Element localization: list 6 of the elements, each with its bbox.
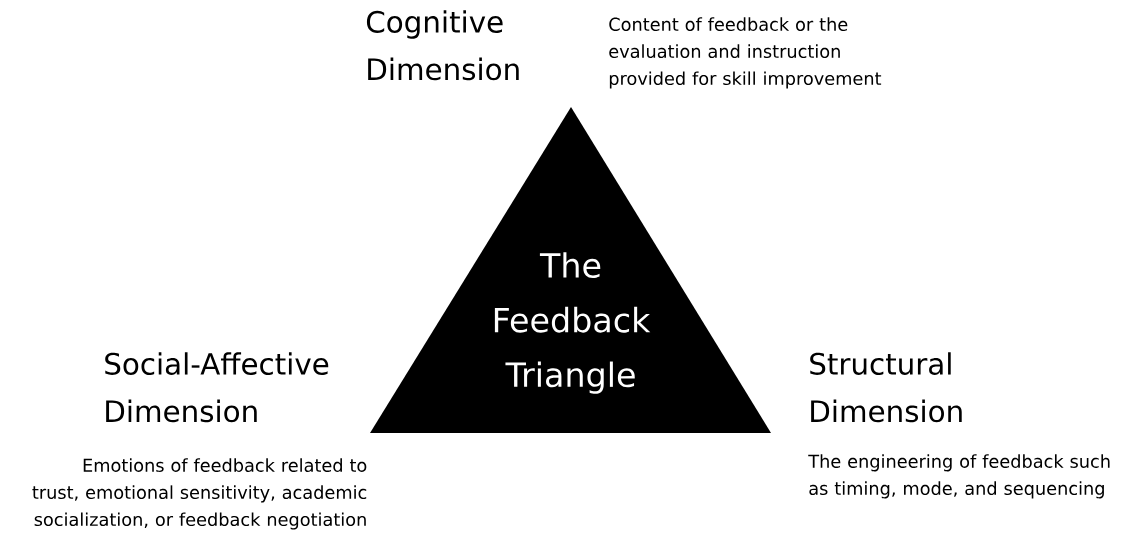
- description-text: Emotions of feedback related to trust, emotional sensitivity, academic socialization, or feedback negotiation: [32, 458, 367, 530]
- description-text: The engineering of feedback such as timing, mode, and sequencing: [808, 454, 1110, 499]
- triangle: The Feedback Triangle: [370, 107, 771, 433]
- description-text: Content of feedback or the evaluation and instruction provided for skill improvement: [609, 17, 882, 89]
- dimension-title: Structural Dimension: [810, 352, 962, 423]
- dimension-title: Social-Affective Dimension: [105, 352, 329, 423]
